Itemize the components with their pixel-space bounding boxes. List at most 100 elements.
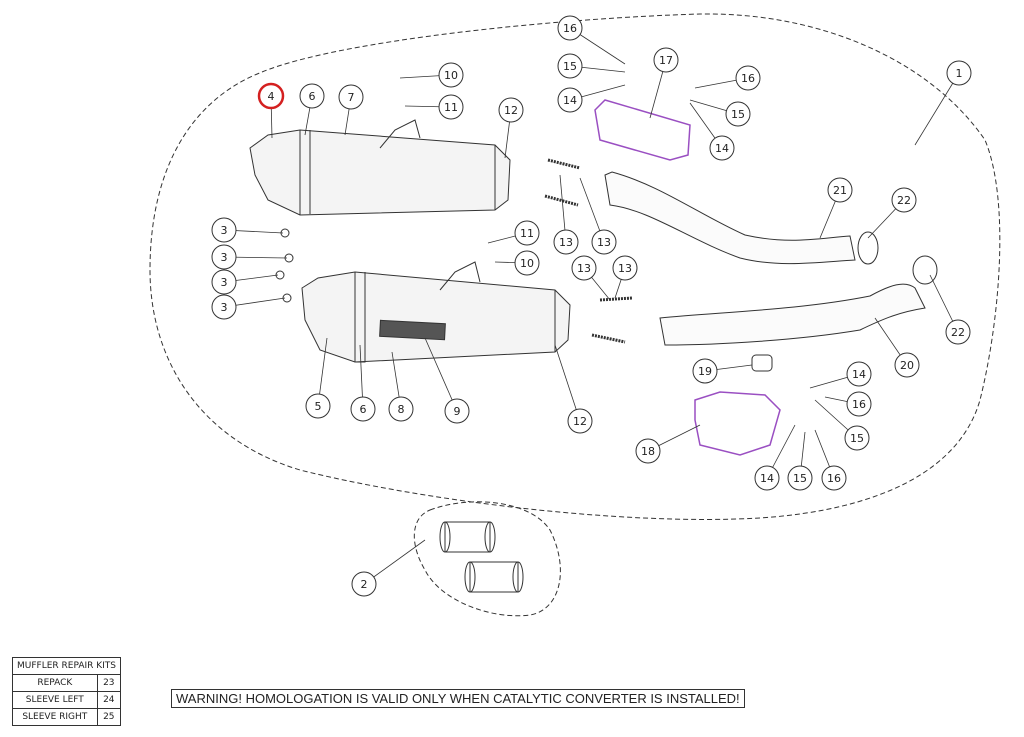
heat-shield-18 [694,391,781,456]
callout-label: 6 [360,403,367,416]
callout-14: 14 [709,135,735,161]
callout-16: 16 [821,465,847,491]
callout-label: 8 [398,403,405,416]
callout-label: 22 [897,194,911,207]
callout-19: 19 [692,358,718,384]
callout-label: 18 [641,445,655,458]
clamp-22-lower [912,255,938,285]
callout-label: 14 [715,142,729,155]
callout-label: 17 [659,54,673,67]
callout-label: 14 [852,368,866,381]
callout-6: 6 [299,83,325,109]
callout-label: 3 [221,224,228,237]
callout-label: 15 [850,432,864,445]
callout-label: 22 [951,326,965,339]
callout-14: 14 [754,465,780,491]
callout-16: 16 [735,65,761,91]
muffler-right [301,261,571,363]
callout-label: 1 [956,67,963,80]
callout-label: 16 [741,72,755,85]
callout-label: 11 [444,101,458,114]
callout-16: 16 [557,15,583,41]
callout-12: 12 [498,97,524,123]
callout-3: 3 [211,269,237,295]
callout-4: 4 [257,82,285,110]
sleeves-kit-2 [439,521,524,593]
callout-11: 11 [514,220,540,246]
callout-label: 5 [315,400,322,413]
callout-7: 7 [338,84,364,110]
callout-3: 3 [211,217,237,243]
callout-9: 9 [444,398,470,424]
callout-15: 15 [787,465,813,491]
clamp-22-upper [857,231,879,265]
callout-label: 2 [361,578,368,591]
kit-code: 23 [96,674,122,692]
heat-shield-17 [594,99,691,161]
callout-18: 18 [635,438,661,464]
callout-15: 15 [557,53,583,79]
callout-3: 3 [211,244,237,270]
leader-line [363,539,426,585]
kits-title: MUFFLER REPAIR KITS [11,657,122,675]
callout-14: 14 [557,87,583,113]
callout-label: 15 [731,108,745,121]
link-pipe-20 [659,283,926,346]
callout-21: 21 [827,177,853,203]
callout-label: 13 [577,262,591,275]
callout-10: 10 [438,62,464,88]
kit-2-boundary [413,501,561,617]
callout-10: 10 [514,250,540,276]
callout-13: 13 [612,255,638,281]
callout-12: 12 [567,408,593,434]
callout-label: 16 [563,22,577,35]
leader-line [554,344,581,422]
callout-label: 20 [900,359,914,372]
callout-20: 20 [894,352,920,378]
callout-label: 4 [268,90,275,103]
callout-label: 6 [309,90,316,103]
callout-13: 13 [553,229,579,255]
callout-label: 13 [597,236,611,249]
kit-code: 25 [96,708,122,726]
callout-label: 10 [444,69,458,82]
kit-label: REPACK [12,674,98,692]
callout-label: 16 [852,398,866,411]
muffler-left [249,119,511,216]
callout-17: 17 [653,47,679,73]
callout-8: 8 [388,396,414,422]
callout-5: 5 [305,393,331,419]
callout-label: 13 [559,236,573,249]
callout-label: 9 [454,405,461,418]
callout-15: 15 [725,101,751,127]
callout-label: 11 [520,227,534,240]
callout-label: 12 [504,104,518,117]
kit-label: SLEEVE RIGHT [12,708,98,726]
callout-11: 11 [438,94,464,120]
callout-label: 3 [221,251,228,264]
callout-label: 15 [793,472,807,485]
callout-label: 14 [760,472,774,485]
link-pipe-21 [604,171,856,265]
kit-1-boundary [149,13,1001,520]
callout-6: 6 [350,396,376,422]
callout-16: 16 [846,391,872,417]
callout-14: 14 [846,361,872,387]
callout-label: 21 [833,184,847,197]
callout-label: 3 [221,276,228,289]
spring [544,158,633,344]
kit-code: 24 [96,691,122,709]
callout-label: 12 [573,415,587,428]
callout-22: 22 [945,319,971,345]
callout-13: 13 [591,229,617,255]
callout-3: 3 [211,294,237,320]
callout-label: 19 [698,365,712,378]
callout-15: 15 [844,425,870,451]
callout-2: 2 [351,571,377,597]
